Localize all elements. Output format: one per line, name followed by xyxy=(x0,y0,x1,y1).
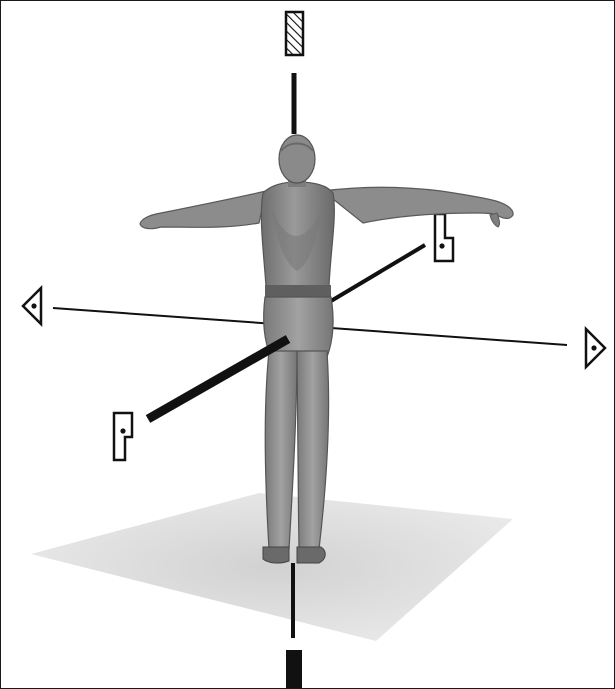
human-figure-back-view xyxy=(140,135,513,563)
hatched-rectangle-icon xyxy=(286,12,303,55)
right-triangle-icon xyxy=(586,329,605,367)
left-triangle-icon xyxy=(23,288,41,324)
depth-axis-back xyxy=(331,245,425,301)
notched-block-icon-back xyxy=(435,214,453,261)
notched-block-icon-front xyxy=(114,413,132,460)
solid-bar-icon xyxy=(286,650,302,688)
